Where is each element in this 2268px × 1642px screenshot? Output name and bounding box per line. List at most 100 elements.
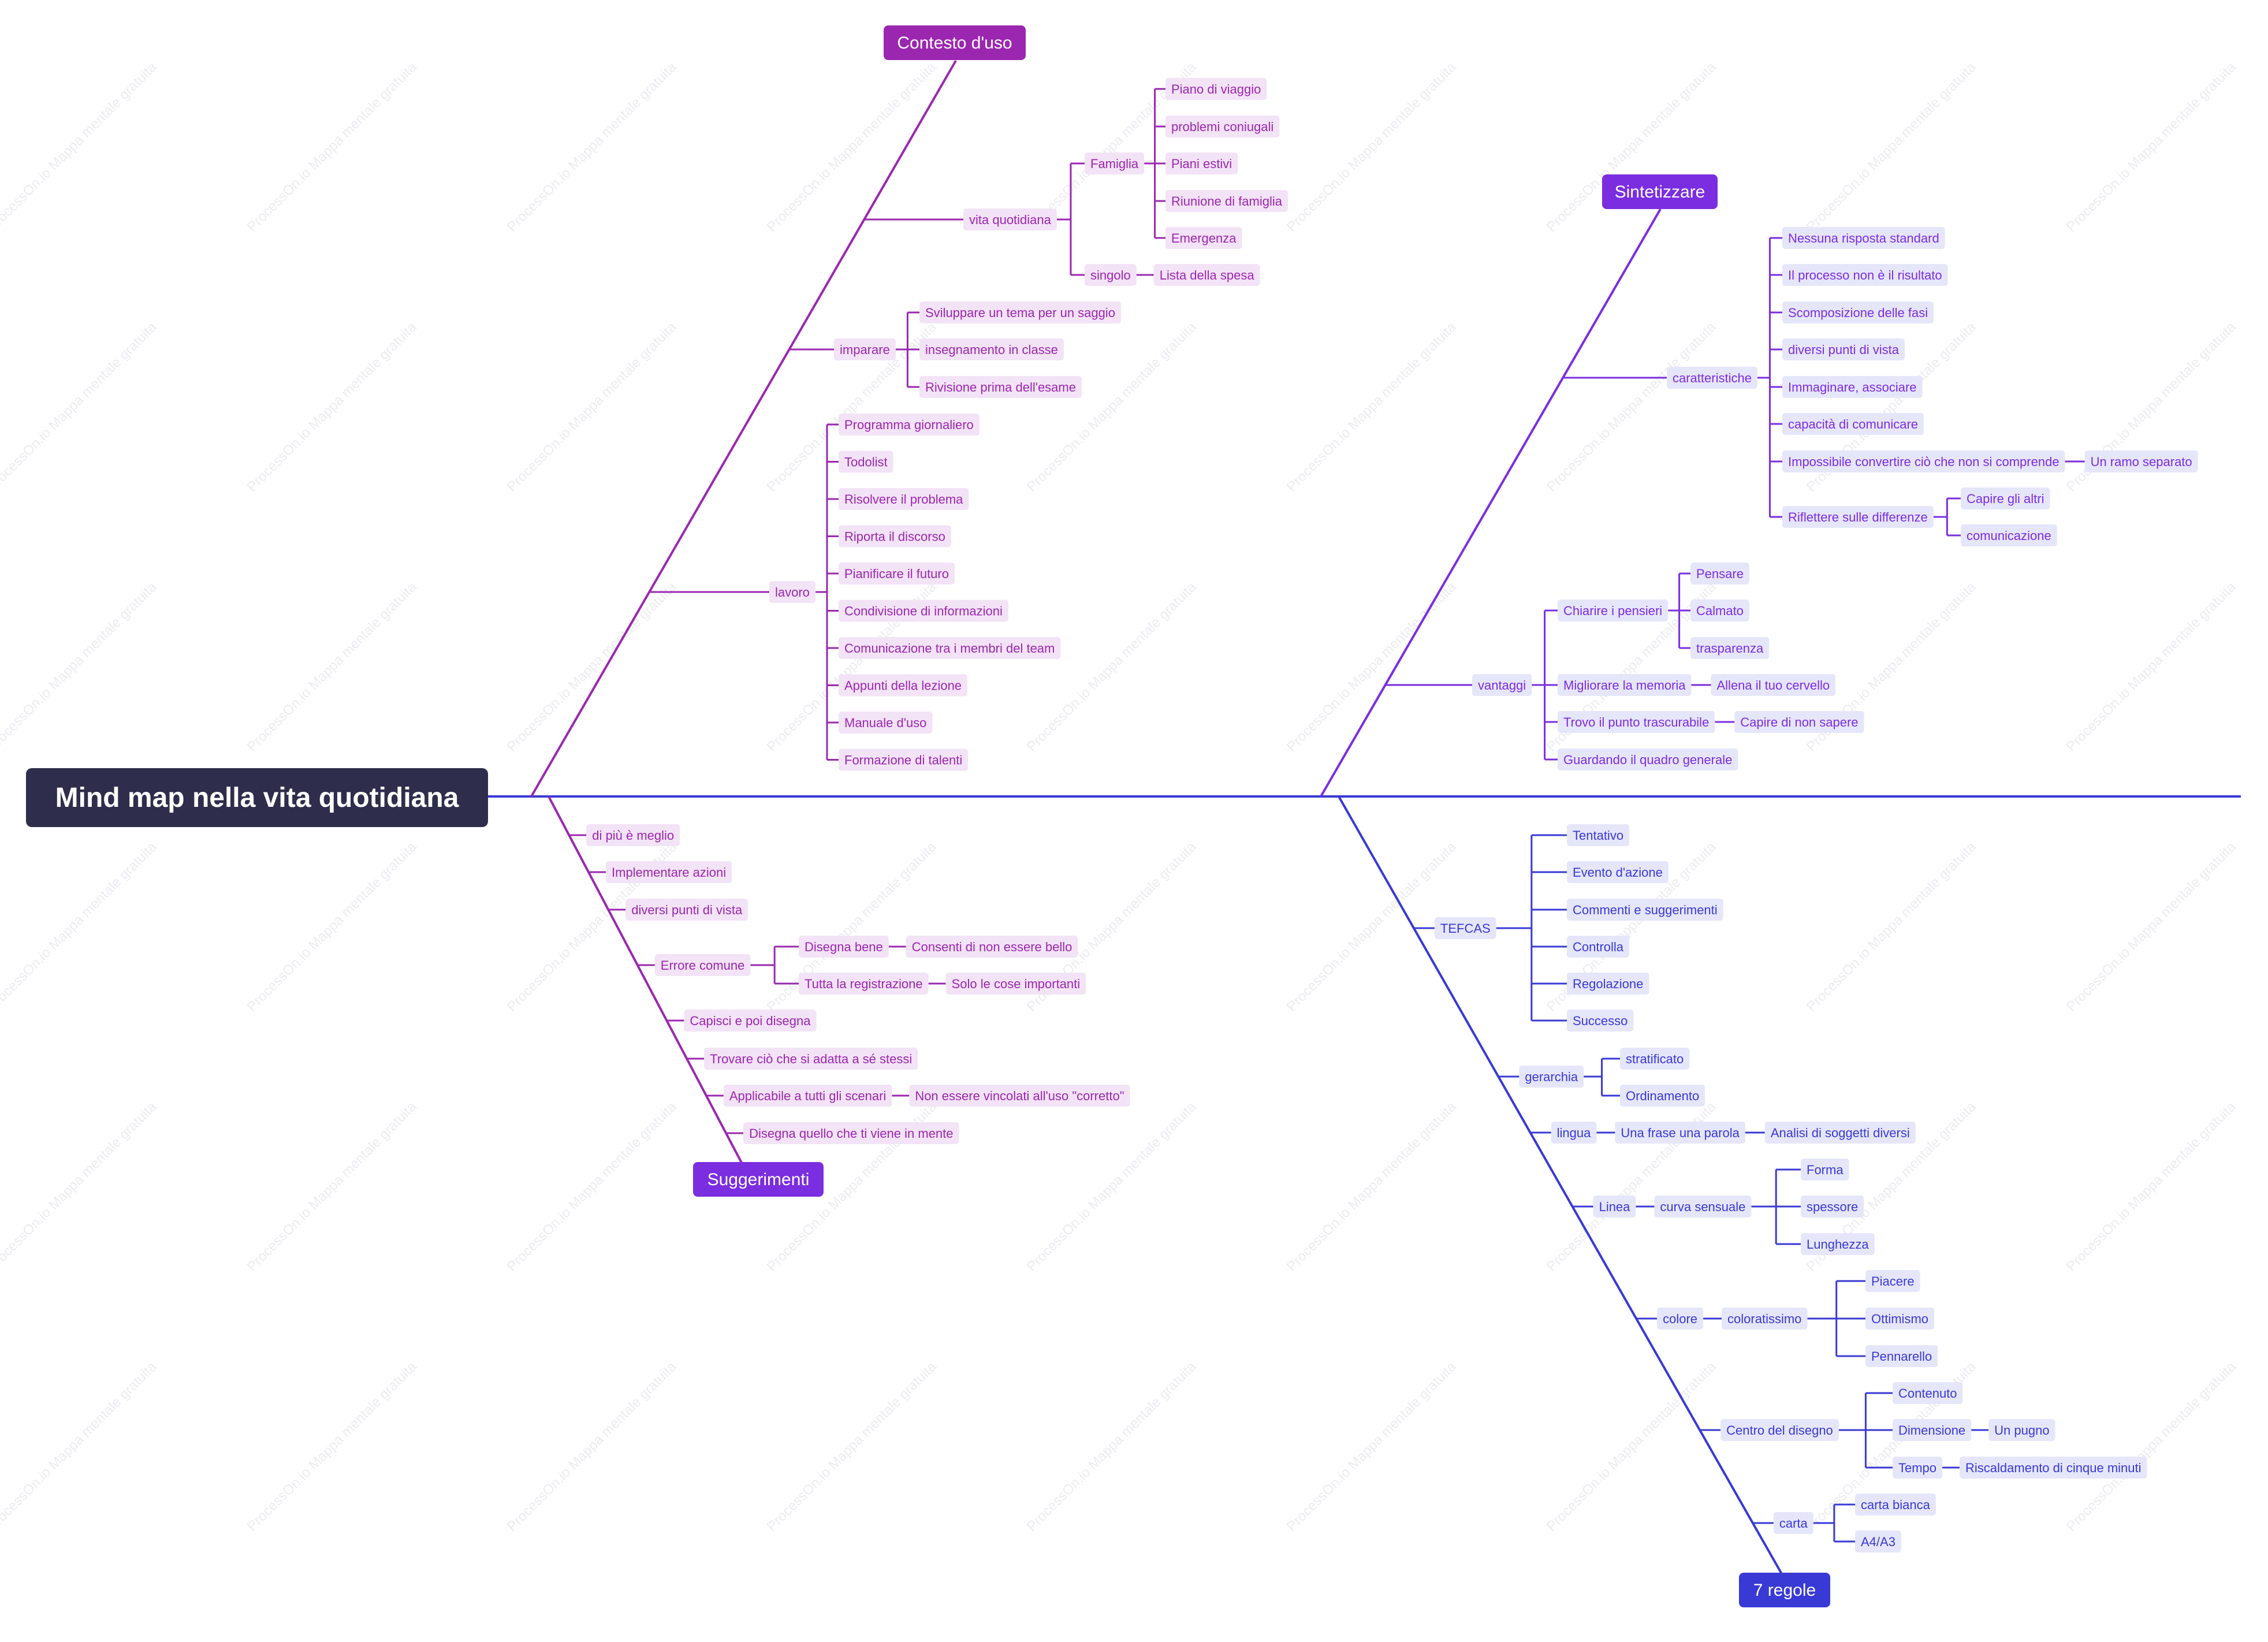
topic-node[interactable]: Pianificare il futuro xyxy=(839,563,955,584)
topic-node[interactable]: Piani estivi xyxy=(1165,152,1238,174)
main-topic-suggerimenti[interactable]: Suggerimenti xyxy=(693,1162,824,1197)
topic-node[interactable]: imparare xyxy=(834,338,896,360)
topic-node[interactable]: colore xyxy=(1657,1308,1704,1330)
topic-node[interactable]: Pensare xyxy=(1690,563,1749,584)
topic-node[interactable]: Condivisione di informazioni xyxy=(839,600,1008,622)
topic-node[interactable]: Rivisione prima dell'esame xyxy=(919,376,1082,398)
topic-node[interactable]: Capire gli altri xyxy=(1961,487,2050,509)
main-topic-contesto[interactable]: Contesto d'uso xyxy=(884,25,1026,60)
topic-node[interactable]: Contenuto xyxy=(1893,1382,1963,1404)
topic-node[interactable]: Linea xyxy=(1593,1196,1636,1217)
topic-node[interactable]: Allena il tuo cervello xyxy=(1711,674,1836,696)
topic-node[interactable]: Errore comune xyxy=(654,954,751,976)
topic-node[interactable]: Nessuna risposta standard xyxy=(1782,227,1945,249)
topic-node[interactable]: carta xyxy=(1773,1512,1813,1534)
topic-node[interactable]: Emergenza xyxy=(1165,227,1242,249)
topic-node[interactable]: singolo xyxy=(1085,264,1137,286)
topic-node[interactable]: capacità di comunicare xyxy=(1782,413,1924,435)
topic-node[interactable]: Centro del disegno xyxy=(1720,1419,1839,1441)
topic-node[interactable]: Disegna bene xyxy=(799,936,889,958)
topic-node[interactable]: coloratissimo xyxy=(1722,1308,1808,1330)
topic-node[interactable]: Piano di viaggio xyxy=(1165,78,1267,100)
topic-node-bg xyxy=(1165,152,1238,174)
topic-node[interactable]: Piacere xyxy=(1865,1270,1920,1292)
topic-node[interactable]: Impossibile convertire ciò che non si co… xyxy=(1782,450,2065,472)
topic-node[interactable]: A4/A3 xyxy=(1855,1531,1901,1552)
topic-node[interactable]: Pennarello xyxy=(1865,1345,1938,1367)
topic-node[interactable]: vita quotidiana xyxy=(963,208,1057,230)
topic-node[interactable]: lingua xyxy=(1551,1122,1597,1144)
topic-node[interactable]: Immaginare, associare xyxy=(1782,376,1923,398)
topic-node[interactable]: Non essere vincolati all'uso "corretto" xyxy=(909,1085,1130,1107)
topic-node[interactable]: Evento d'azione xyxy=(1567,861,1669,883)
topic-node[interactable]: Tentativo xyxy=(1567,824,1630,846)
topic-node[interactable]: Lunghezza xyxy=(1801,1233,1875,1255)
topic-node[interactable]: Un ramo separato xyxy=(2084,450,2198,472)
topic-node[interactable]: Migliorare la memoria xyxy=(1558,674,1692,696)
topic-node[interactable]: Manuale d'uso xyxy=(839,712,933,733)
topic-node[interactable]: gerarchia xyxy=(1519,1066,1584,1088)
topic-node[interactable]: carta bianca xyxy=(1855,1494,1936,1516)
topic-node[interactable]: curva sensuale xyxy=(1654,1196,1752,1217)
topic-node[interactable]: Commenti e suggerimenti xyxy=(1567,899,1723,921)
topic-node[interactable]: Capire di non sapere xyxy=(1734,711,1864,733)
topic-node[interactable]: vantaggi xyxy=(1472,674,1532,696)
topic-node[interactable]: Sviluppare un tema per un saggio xyxy=(919,301,1121,323)
topic-node[interactable]: Calmato xyxy=(1690,600,1749,621)
topic-node[interactable]: Formazione di talenti xyxy=(839,749,969,771)
topic-node[interactable]: Tutta la registrazione xyxy=(799,973,929,995)
topic-node[interactable]: Famiglia xyxy=(1085,152,1145,174)
topic-node[interactable]: Capisci e poi disegna xyxy=(684,1010,817,1032)
topic-node[interactable]: Risolvere il problema xyxy=(839,488,969,510)
topic-node[interactable]: comunicazione xyxy=(1961,524,2057,546)
topic-node[interactable]: Scomposizione delle fasi xyxy=(1782,301,1934,323)
topic-node-label: Forma xyxy=(1807,1163,1844,1177)
topic-node[interactable]: diversi punti di vista xyxy=(1782,338,1905,360)
topic-node[interactable]: Todolist xyxy=(839,450,893,473)
topic-node[interactable]: Comunicazione tra i membri del team xyxy=(839,637,1061,659)
topic-node[interactable]: Solo le cose importanti xyxy=(945,973,1086,995)
topic-node[interactable]: Trovo il punto trascurabile xyxy=(1558,711,1715,733)
topic-node[interactable]: Forma xyxy=(1801,1159,1849,1181)
topic-node[interactable]: Dimensione xyxy=(1893,1419,1972,1441)
topic-node[interactable]: diversi punti di vista xyxy=(625,899,748,921)
topic-node[interactable]: Successo xyxy=(1567,1010,1634,1032)
topic-node-label: curva sensuale xyxy=(1660,1200,1745,1214)
topic-node[interactable]: Applicabile a tutti gli scenari xyxy=(723,1085,892,1107)
topic-node[interactable]: Controlla xyxy=(1567,936,1630,958)
topic-node[interactable]: Tempo xyxy=(1893,1457,1943,1479)
topic-node[interactable]: Riporta il discorso xyxy=(839,525,951,548)
topic-node[interactable]: Analisi di soggetti diversi xyxy=(1764,1122,1916,1144)
main-topic-sintetizzare[interactable]: Sintetizzare xyxy=(1602,174,1718,209)
topic-node[interactable]: Ottimismo xyxy=(1865,1308,1934,1330)
root-topic[interactable]: Mind map nella vita quotidiana xyxy=(26,768,488,827)
topic-node[interactable]: Ordinamento xyxy=(1620,1085,1705,1107)
topic-node[interactable]: Appunti della lezione xyxy=(839,674,968,697)
main-topic-regole[interactable]: 7 regole xyxy=(1739,1573,1830,1607)
topic-node[interactable]: di più è meglio xyxy=(586,824,680,846)
topic-node[interactable]: Il processo non è il risultato xyxy=(1782,264,1948,286)
topic-node[interactable]: spessore xyxy=(1801,1196,1864,1217)
topic-node[interactable]: Riunione di famiglia xyxy=(1165,190,1288,212)
topic-node[interactable]: lavoro xyxy=(769,581,815,603)
topic-node[interactable]: Trovare ciò che si adatta a sé stessi xyxy=(704,1048,918,1070)
topic-node[interactable]: Lista della spesa xyxy=(1153,264,1260,286)
topic-node[interactable]: TEFCAS xyxy=(1434,917,1496,939)
topic-node[interactable]: problemi coniugali xyxy=(1165,116,1280,137)
topic-node[interactable]: Una frase una parola xyxy=(1615,1122,1745,1144)
main-topic-label: 7 regole xyxy=(1753,1581,1816,1600)
topic-node[interactable]: insegnamento in classe xyxy=(919,338,1064,360)
topic-node[interactable]: Chiarire i pensieri xyxy=(1558,600,1669,621)
topic-node[interactable]: stratificato xyxy=(1620,1048,1690,1070)
topic-node[interactable]: Riflettere sulle differenze xyxy=(1782,506,1934,528)
topic-node[interactable]: Programma giornaliero xyxy=(839,414,980,435)
topic-node[interactable]: caratteristiche xyxy=(1667,367,1757,389)
topic-node[interactable]: Implementare azioni xyxy=(606,861,732,883)
topic-node[interactable]: Riscaldamento di cinque minuti xyxy=(1960,1457,2147,1479)
topic-node[interactable]: Regolazione xyxy=(1567,973,1649,995)
topic-node[interactable]: trasparenza xyxy=(1690,637,1770,659)
topic-node[interactable]: Consenti di non essere bello xyxy=(906,936,1078,958)
topic-node[interactable]: Disegna quello che ti viene in mente xyxy=(743,1122,959,1144)
topic-node[interactable]: Guardando il quadro generale xyxy=(1558,749,1738,770)
topic-node[interactable]: Un pugno xyxy=(1988,1419,2055,1441)
